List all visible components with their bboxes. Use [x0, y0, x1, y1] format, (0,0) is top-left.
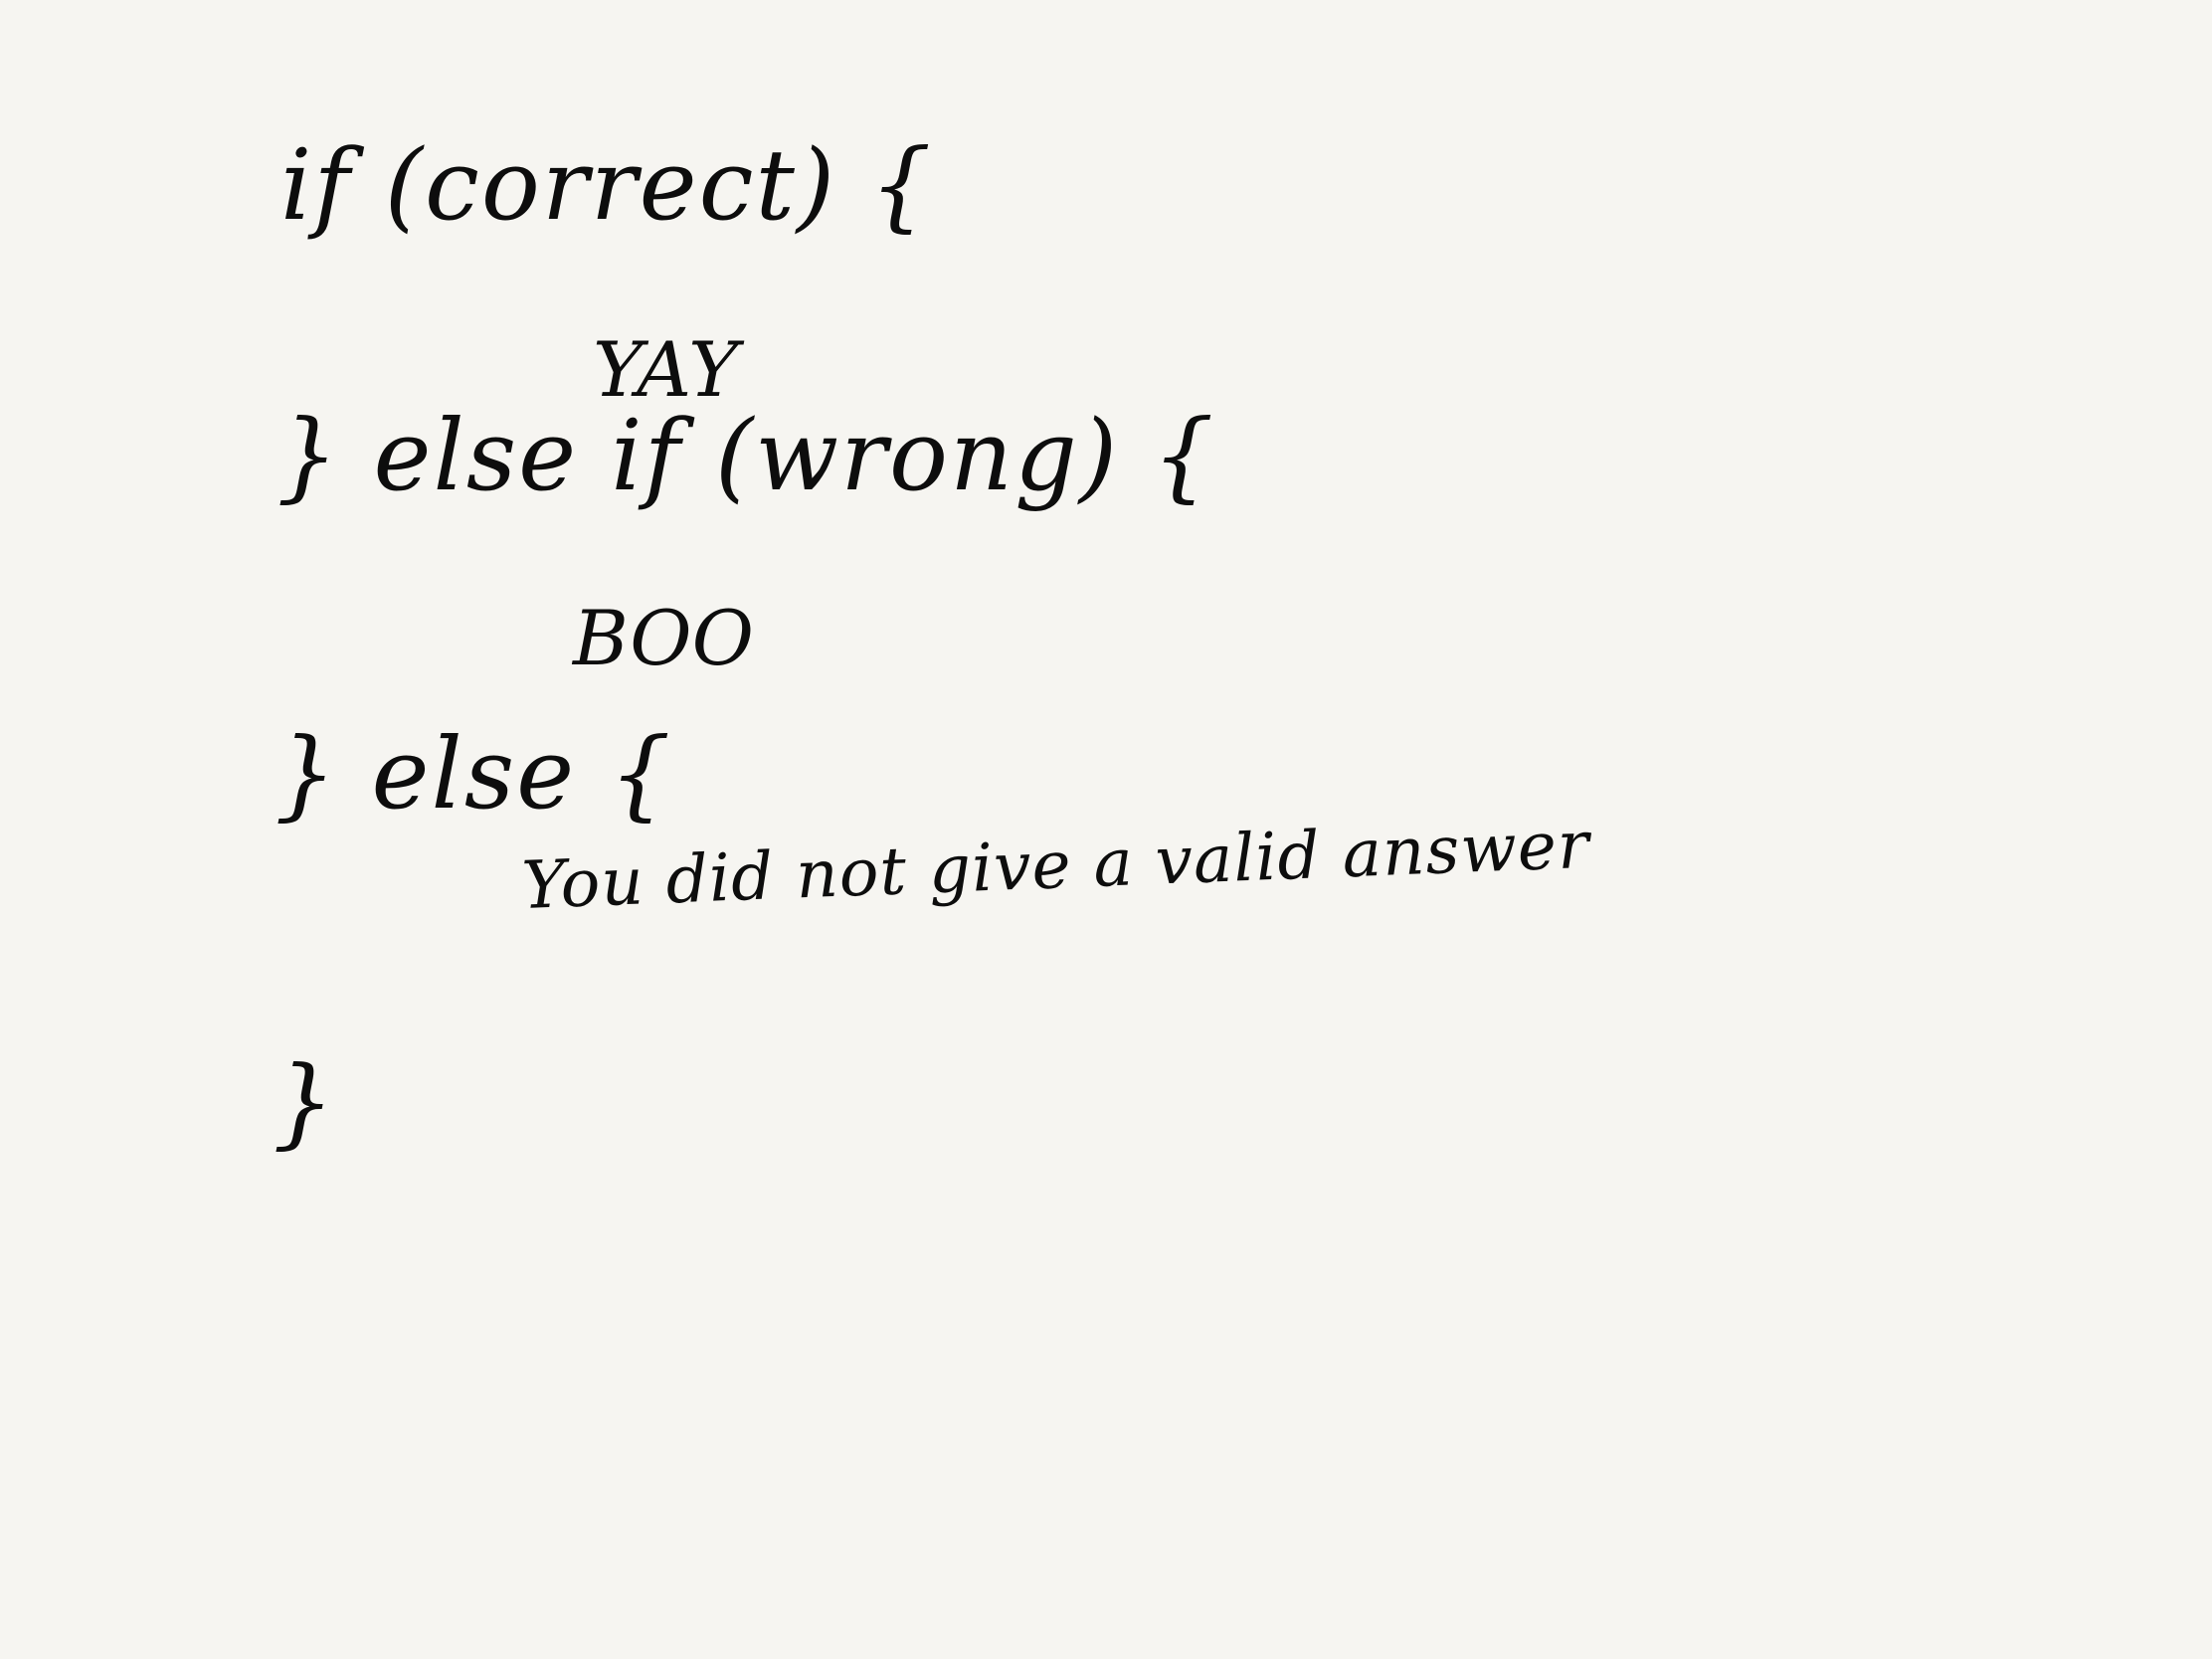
code-line-yay: YAY — [593, 325, 739, 414]
code-line-closing-brace: } — [273, 1046, 337, 1160]
code-line-else: } else { — [275, 718, 673, 831]
code-line-else-if-wrong: } else if (wrong) { — [276, 400, 1216, 513]
code-line-invalid-answer: You did not give a valid answer — [520, 806, 1591, 924]
code-line-boo: BOO — [573, 594, 754, 682]
code-line-if-correct: if (correct) { — [280, 129, 934, 243]
